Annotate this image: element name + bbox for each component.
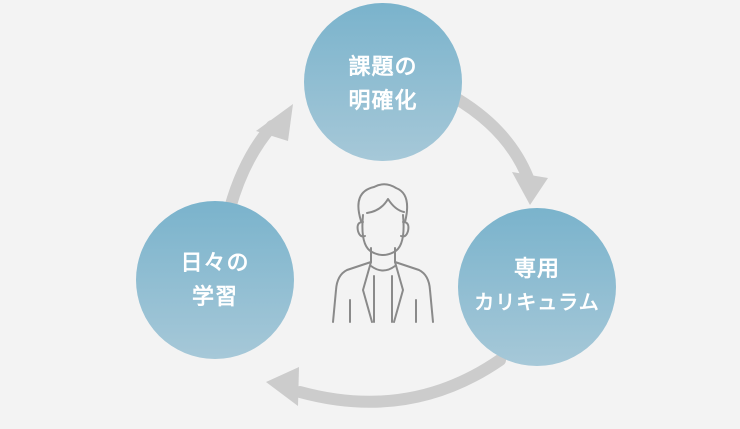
node-clarify: 課題の 明確化 <box>304 3 462 161</box>
node-learning-line-2: 学習 <box>192 284 238 310</box>
arrow-curriculum-to-learning <box>266 354 506 408</box>
node-curriculum-line-1: 専用 <box>514 257 560 282</box>
node-learning: 日々の 学習 <box>136 201 294 359</box>
person-icon <box>332 183 434 323</box>
arrow-clarify-to-curriculum <box>446 90 548 205</box>
node-curriculum: 専用 カリキュラム <box>458 208 616 366</box>
node-clarify-line-1: 課題の <box>348 54 417 80</box>
node-curriculum-line-2: カリキュラム <box>474 290 599 314</box>
node-clarify-line-2: 明確化 <box>348 88 417 114</box>
arrow-learning-to-clarify <box>224 104 293 214</box>
node-learning-line-1: 日々の <box>180 251 249 276</box>
